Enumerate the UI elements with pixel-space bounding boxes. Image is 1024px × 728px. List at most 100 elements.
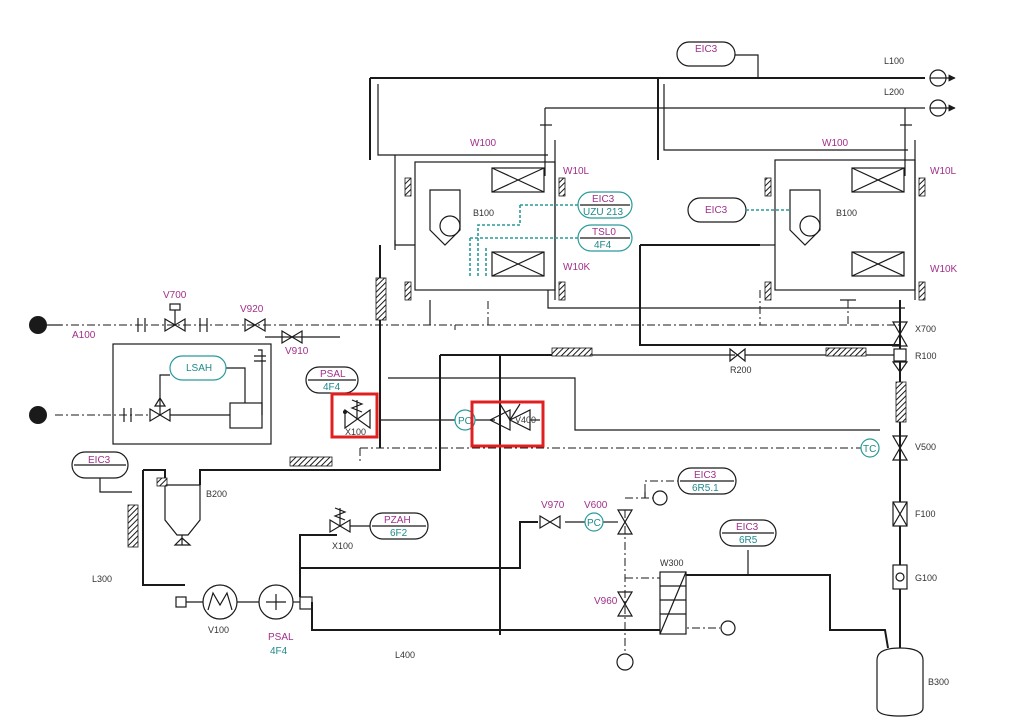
eic3-6r51-a: EIC3 [694, 470, 717, 481]
tag-w10l-left: W10L [563, 166, 590, 177]
tsl0-b: 4F4 [594, 240, 612, 251]
tag-b100-right: B100 [836, 208, 857, 218]
pzah-a: PZAH [384, 515, 411, 526]
vessel-b200: B200 [142, 469, 380, 586]
lower-right-piping [300, 492, 889, 668]
tag-w300: W300 [660, 558, 684, 568]
instrument-eic3-6r51: EIC3 6R5.1 [644, 467, 737, 495]
eic3-6r51-b: 6R5.1 [692, 483, 719, 494]
instrument-tsl0: TSL0 4F4 [577, 224, 633, 252]
valve-v960[interactable]: V960 [594, 591, 634, 617]
instrument-pc-b: PC [584, 512, 604, 532]
tag-w10k-left: W10K [563, 262, 591, 273]
eic3-6r5-b: 6R5 [739, 535, 758, 546]
psal-b: 4F4 [323, 382, 341, 393]
lsah-label: LSAH [186, 363, 212, 374]
tag-v100: V100 [208, 625, 229, 635]
valve-r100[interactable]: R100 [891, 348, 937, 374]
header-pipes [369, 77, 925, 160]
insulation-6 [127, 504, 139, 548]
instrument-pc-a: PC [454, 409, 476, 431]
valve-r200[interactable]: R200 [729, 347, 752, 375]
tag-r200: R200 [730, 365, 752, 375]
eic3-right-label: EIC3 [705, 205, 728, 216]
tag-w10k-right: W10K [930, 264, 958, 275]
pump-v100[interactable]: V100 [175, 584, 238, 635]
tag-x700: X700 [915, 324, 936, 334]
insulation-1 [375, 277, 387, 321]
eic3-uzu-b: UZU 213 [583, 207, 623, 218]
eic3-top-label: EIC3 [695, 44, 718, 55]
pc-a-label: PC [458, 416, 472, 427]
valve-x700[interactable]: X700 [891, 321, 936, 347]
tag-w100-left: W100 [470, 138, 497, 149]
tag-l300: L300 [92, 574, 112, 584]
tag-v500: V500 [915, 442, 936, 452]
valve-v970[interactable]: V970 [539, 500, 565, 530]
tag-w100-right: W100 [822, 138, 849, 149]
tag-b300: B300 [928, 677, 949, 687]
valve-x100-lower[interactable]: X100 [329, 507, 370, 551]
eic3-left-label: EIC3 [88, 455, 111, 466]
filter-f100[interactable]: F100 [892, 501, 936, 527]
instrument-eic3-top: EIC3 [676, 41, 759, 78]
tag-x100-lower: X100 [332, 541, 353, 551]
instrument-eic3-right: EIC3 [687, 197, 790, 223]
tag-v960: V960 [594, 596, 618, 607]
meter-g100[interactable]: G100 [892, 564, 937, 590]
l100-terminal [929, 69, 956, 87]
valve-v600[interactable] [616, 509, 634, 535]
tsl0-a: TSL0 [592, 227, 616, 238]
psal-bottom-b: 4F4 [270, 646, 288, 657]
tag-v970: V970 [541, 500, 565, 511]
tag-w10l-right: W10L [930, 166, 957, 177]
pump-secondary[interactable] [237, 534, 660, 631]
valve-x100-upper[interactable]: X100 [330, 392, 379, 439]
mid-piping [359, 245, 895, 635]
insulation-3 [825, 347, 867, 357]
tag-b200: B200 [206, 489, 227, 499]
tag-l200: L200 [884, 87, 904, 97]
tag-a100: A100 [72, 330, 96, 341]
tag-v600: V600 [584, 500, 608, 511]
a100-line [29, 303, 900, 345]
l200-terminal [929, 99, 956, 117]
instrument-eic3-uzu213: EIC3 UZU 213 [577, 191, 633, 219]
instrument-eic3-6r5: EIC3 6R5 [719, 519, 777, 547]
valve-v400[interactable]: V400 [470, 400, 545, 448]
eic3-6r5-a: EIC3 [736, 522, 759, 533]
psal-bottom-a: PSAL [268, 632, 294, 643]
instrument-psal-bottom: PSAL 4F4 [268, 632, 294, 657]
tag-v910: V910 [285, 346, 309, 357]
tag-v920: V920 [240, 304, 264, 315]
drain-terminal [616, 490, 736, 671]
insulation-5 [289, 456, 333, 467]
eic3-uzu-a: EIC3 [592, 194, 615, 205]
tag-r100: R100 [915, 351, 937, 361]
psal-a: PSAL [320, 369, 346, 380]
tag-x100-upper: X100 [345, 427, 366, 437]
instrument-pzah: PZAH 6F2 [369, 512, 429, 540]
tag-g100: G100 [915, 573, 937, 583]
insulation-4 [895, 381, 907, 423]
exchanger-w300[interactable]: W300 [659, 558, 687, 635]
instrument-lsah: LSAH [169, 355, 227, 381]
tag-v400: V400 [515, 415, 536, 425]
signal-lines-teal [469, 204, 578, 278]
pc-b-label: PC [587, 518, 601, 529]
tc-label: TC [863, 444, 876, 455]
tank-b300: B300 [876, 630, 949, 717]
tag-l400: L400 [395, 650, 415, 660]
unit-left [394, 140, 566, 301]
tag-b100-left: B100 [473, 208, 494, 218]
valve-v500[interactable]: V500 [891, 435, 936, 461]
tag-v700: V700 [163, 290, 187, 301]
lsah-enclosure [29, 343, 272, 445]
insulation-2 [551, 347, 593, 357]
pzah-b: 6F2 [390, 528, 408, 539]
instrument-eic3-left: EIC3 [71, 451, 132, 493]
unit-right [760, 140, 926, 301]
instrument-psal-4f4: PSAL 4F4 [305, 366, 359, 394]
